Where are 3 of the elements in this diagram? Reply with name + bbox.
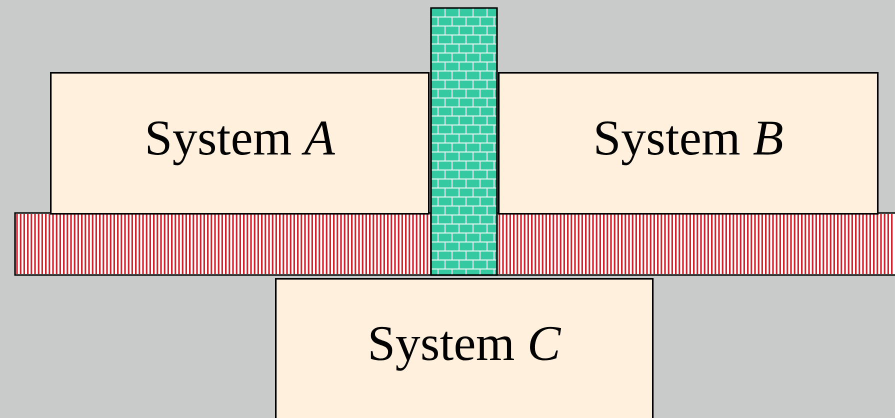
system-box: System A — [50, 72, 430, 215]
system-box: System C — [275, 278, 654, 418]
system-box: System B — [498, 72, 879, 215]
